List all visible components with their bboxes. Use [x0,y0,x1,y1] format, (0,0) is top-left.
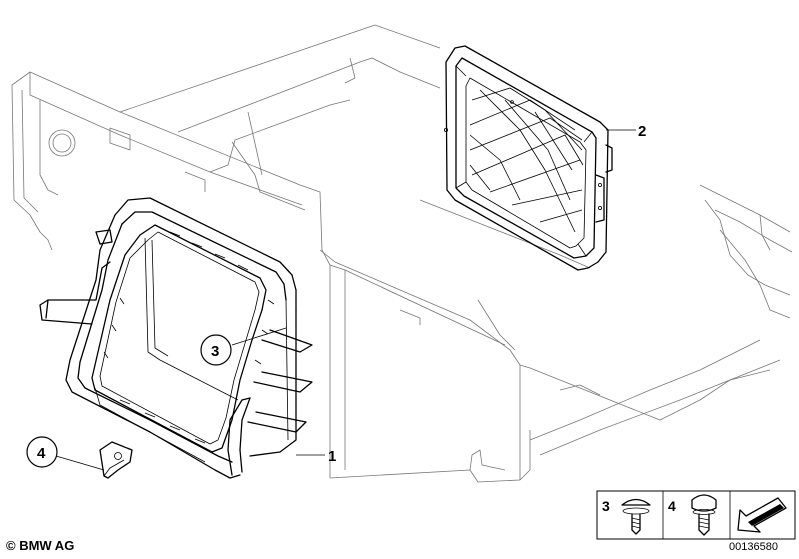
callout-4: 4 [26,436,105,471]
callout-3: 3 [200,327,287,366]
part-1-frame-housing [39,197,313,479]
legend-item-3-number: 3 [602,498,610,514]
callout-1: 1 [296,448,336,465]
body-shell [11,24,793,483]
fastener-legend: 3 4 [596,490,796,540]
part-2-filter-cover [443,45,613,271]
legend-item-4-number: 4 [668,498,676,514]
svg-text:3: 3 [211,343,219,360]
svg-text:4: 4 [37,445,46,462]
hex-bolt-icon [691,494,717,536]
callout-2: 2 [606,123,646,140]
document-number: 00136580 [729,541,778,553]
svg-text:1: 1 [328,448,336,465]
brand-label: © BMW AG [6,538,75,553]
part-4-bracket [99,441,133,479]
arrow-icon [737,497,787,533]
screw-with-washer-icon [621,498,651,535]
svg-text:2: 2 [638,123,646,140]
